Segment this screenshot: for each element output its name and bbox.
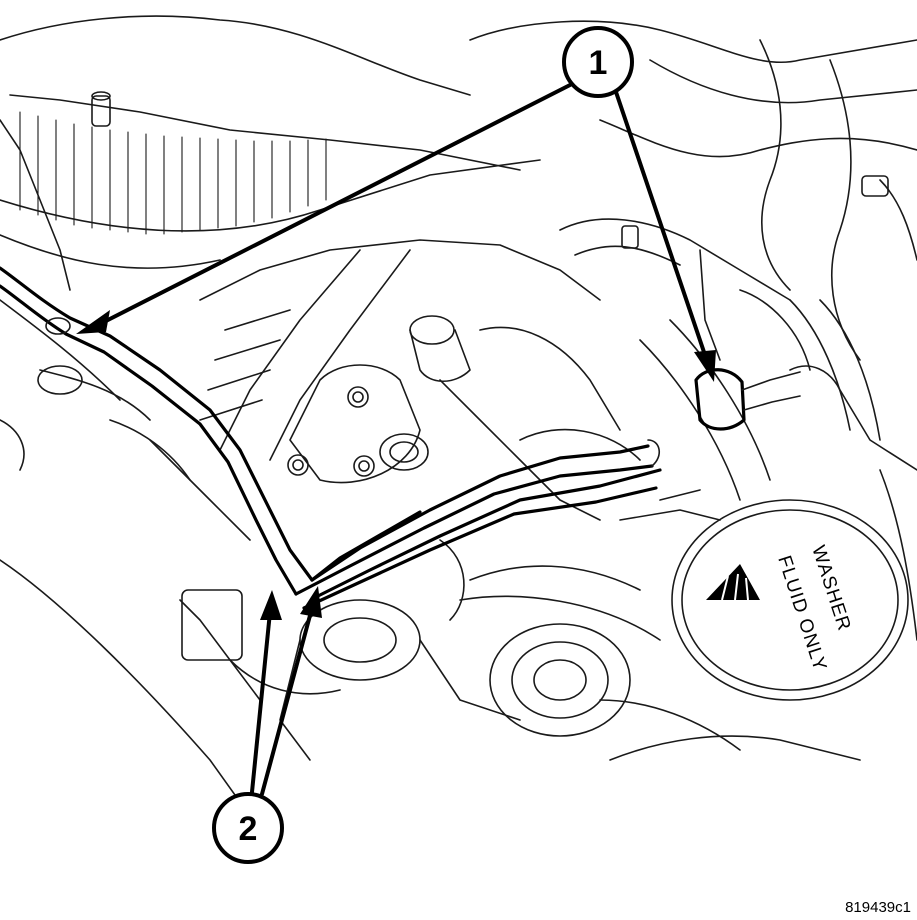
- arrowhead-1a: [76, 310, 110, 334]
- callout-2: 2: [212, 792, 284, 864]
- arrowhead-2b: [300, 586, 322, 618]
- arrowhead-1b: [694, 350, 716, 382]
- washer-fluid-cap: WASHER FLUID ONLY: [671, 499, 909, 701]
- arrowhead-2a: [260, 590, 282, 620]
- windshield-washer-icon: [706, 564, 760, 601]
- figure-id: 819439c1: [845, 899, 911, 916]
- air-filter-ribs: [19, 111, 327, 235]
- heater-hoses: [0, 266, 801, 610]
- callout-1: 1: [562, 26, 634, 98]
- leader-lines: [76, 82, 716, 796]
- callout-1-label: 1: [589, 44, 608, 82]
- callout-2-label: 2: [239, 810, 258, 848]
- engine-background: [0, 15, 917, 831]
